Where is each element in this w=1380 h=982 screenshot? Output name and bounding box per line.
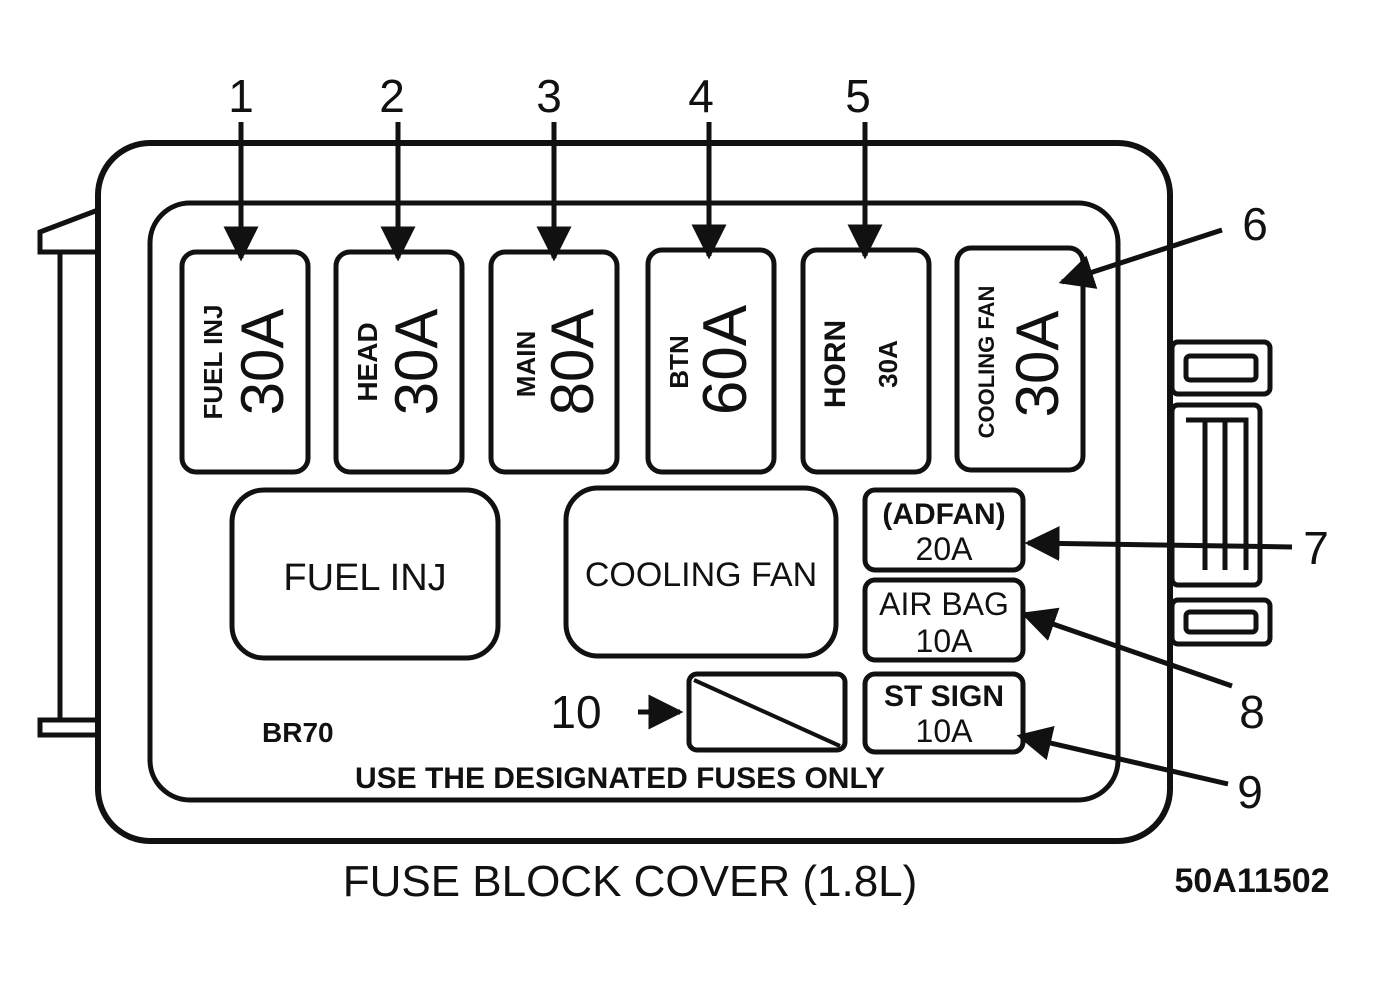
relay-fuel-inj-label: FUEL INJ: [283, 557, 446, 599]
fuse-3-rating: 80A: [539, 309, 606, 416]
callout-6: 6: [1242, 198, 1268, 250]
fuse-4-rating: 60A: [691, 304, 760, 415]
figure-caption: FUSE BLOCK COVER (1.8L): [343, 857, 918, 906]
notice-text: USE THE DESIGNATED FUSES ONLY: [355, 762, 885, 795]
arrow-8: [1020, 607, 1233, 689]
fuse-5: HORN 30A: [800, 247, 932, 475]
callout-8: 8: [1239, 686, 1265, 738]
relay-cooling-fan: COOLING FAN: [563, 485, 839, 659]
left-tab: [37, 207, 99, 738]
callout-numbers: 1 2 3 4 5 6 7 8 9 10: [228, 70, 1329, 818]
fuse-3: MAIN 80A: [488, 249, 620, 475]
arrow-6: [1058, 227, 1223, 289]
housing-inner: [147, 200, 1121, 803]
fuse-4: BTN 60A: [645, 247, 777, 475]
mini-fuse-adfan-rating: 20A: [916, 531, 974, 567]
fuse-6-name: COOLING FAN: [974, 286, 999, 439]
relay-fuel-inj: FUEL INJ: [229, 487, 501, 661]
arrow-9: [1016, 726, 1229, 787]
fuse-1-name: FUEL INJ: [198, 304, 228, 419]
right-connector: [1169, 339, 1273, 647]
mini-fuse-adfan-name: (ADFAN): [882, 498, 1005, 531]
mini-fuse-st-sign-rating: 10A: [916, 713, 974, 749]
callout-4: 4: [688, 70, 714, 122]
callout-9: 9: [1237, 766, 1263, 818]
callout-arrows: [223, 122, 1293, 787]
fuse-2-rating: 30A: [383, 309, 450, 416]
fuse-5-name: HORN: [819, 320, 852, 408]
mini-fuse-st-sign-name: ST SIGN: [884, 680, 1004, 713]
fuse-6-rating: 30A: [1004, 311, 1071, 418]
figure-id: 50A11502: [1174, 862, 1329, 900]
callout-5: 5: [845, 70, 871, 122]
relay-cooling-fan-label: COOLING FAN: [585, 556, 817, 594]
mini-fuse-air-bag-name: AIR BAG: [879, 586, 1009, 622]
callout-2: 2: [379, 70, 405, 122]
mini-fuse-air-bag: AIR BAG 10A: [862, 577, 1026, 663]
fuse-2-name: HEAD: [352, 322, 383, 401]
fuse-1: FUEL INJ 30A: [179, 249, 311, 475]
callout-3: 3: [536, 70, 562, 122]
arrow-7: [1024, 525, 1293, 561]
empty-slot: [686, 671, 848, 753]
fuse-5-rating: 30A: [873, 340, 903, 388]
fuse-6: COOLING FAN 30A: [954, 245, 1086, 473]
callout-10: 10: [550, 686, 601, 738]
mini-fuse-air-bag-rating: 10A: [916, 623, 974, 659]
mini-fuse-st-sign: ST SIGN 10A: [862, 671, 1026, 755]
fuse-2: HEAD 30A: [333, 249, 465, 475]
fuse-4-name: BTN: [664, 335, 694, 388]
callout-1: 1: [228, 70, 254, 122]
code-label: BR70: [262, 717, 334, 748]
mini-fuse-adfan: (ADFAN) 20A: [862, 487, 1026, 573]
callout-7: 7: [1303, 522, 1329, 574]
fuse-3-name: MAIN: [511, 331, 541, 397]
fuse-1-rating: 30A: [229, 309, 296, 416]
